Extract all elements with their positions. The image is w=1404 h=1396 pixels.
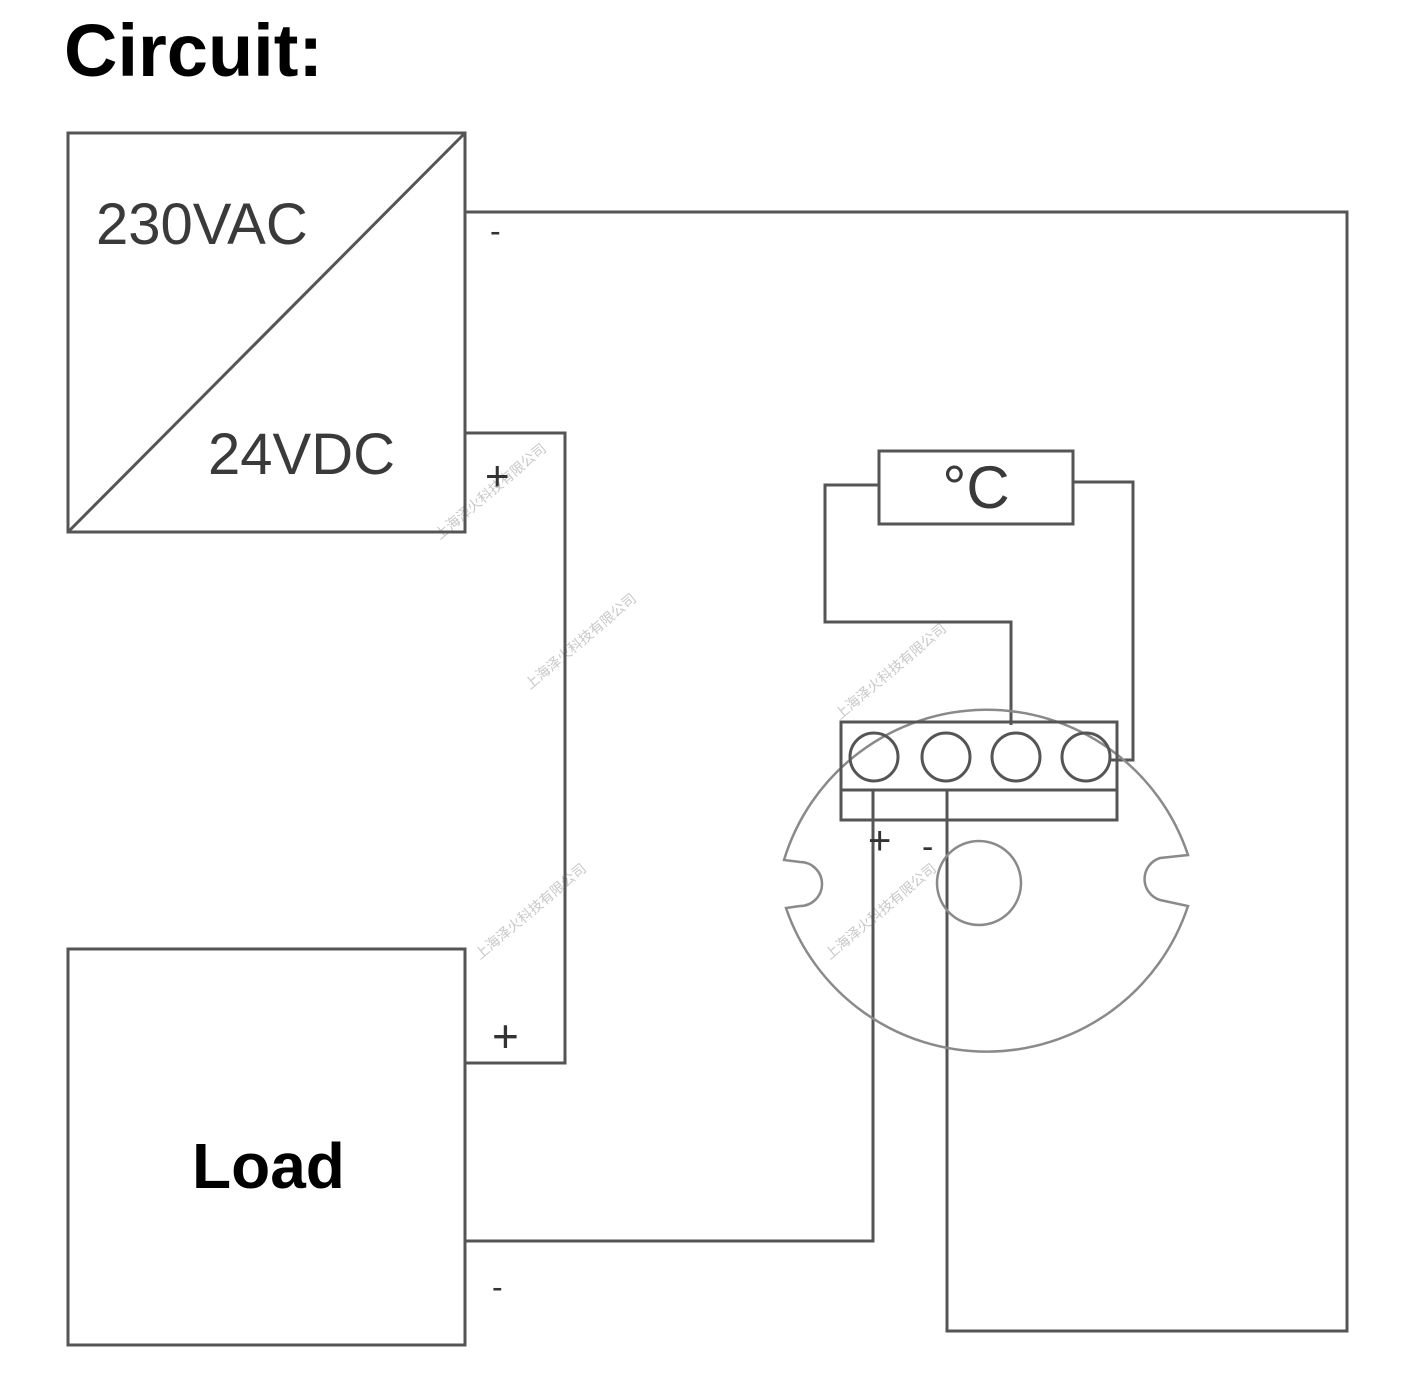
watermark: 上海泽火科技有限公司	[832, 621, 950, 723]
wire-supply-plus-to-load-plus	[465, 431, 567, 1065]
terminal-screw	[920, 731, 972, 783]
watermark: 上海泽火科技有限公司	[822, 861, 940, 963]
wire-supply-minus-to-transmitter-minus	[465, 210, 1349, 1333]
transmitter-housing	[782, 708, 1190, 1053]
sensor-label: °C	[942, 454, 1009, 521]
load-label: Load	[192, 1130, 345, 1202]
terminal-block	[839, 720, 1119, 822]
terminal-screw	[1060, 731, 1112, 783]
wire-load-minus-to-transmitter-plus	[465, 790, 875, 1243]
load-box	[66, 947, 467, 1347]
supply-minus-label: -	[490, 213, 501, 249]
watermark: 上海泽火科技有限公司	[472, 861, 590, 963]
watermark: 上海泽火科技有限公司	[522, 591, 640, 693]
load-minus-label: -	[492, 1269, 503, 1305]
wire-sensor-left-to-terminal	[823, 483, 1013, 725]
terminal-screw	[990, 731, 1042, 783]
temperature-sensor: °C	[877, 449, 1075, 526]
transmitter-head: + -	[782, 708, 1190, 1053]
wire-sensor-right-to-terminal	[1073, 480, 1135, 762]
transmitter-center-hole	[935, 839, 1023, 927]
output-voltage-label: 24VDC	[208, 422, 395, 487]
wiring	[465, 210, 1349, 1333]
load-plus-label: +	[492, 1010, 519, 1062]
sensor-box	[877, 449, 1075, 526]
terminal-screw	[848, 731, 900, 783]
load-block: Load + -	[66, 947, 519, 1347]
transmitter-minus-label: -	[922, 828, 933, 866]
supply-plus-label: +	[485, 452, 510, 499]
power-supply-box	[66, 131, 467, 534]
power-supply-block: 230VAC 24VDC - +	[66, 131, 510, 534]
transmitter-plus-label: +	[868, 819, 891, 863]
power-supply-diagonal	[66, 131, 467, 534]
input-voltage-label: 230VAC	[96, 192, 308, 257]
diagram-title: Circuit:	[64, 9, 323, 92]
